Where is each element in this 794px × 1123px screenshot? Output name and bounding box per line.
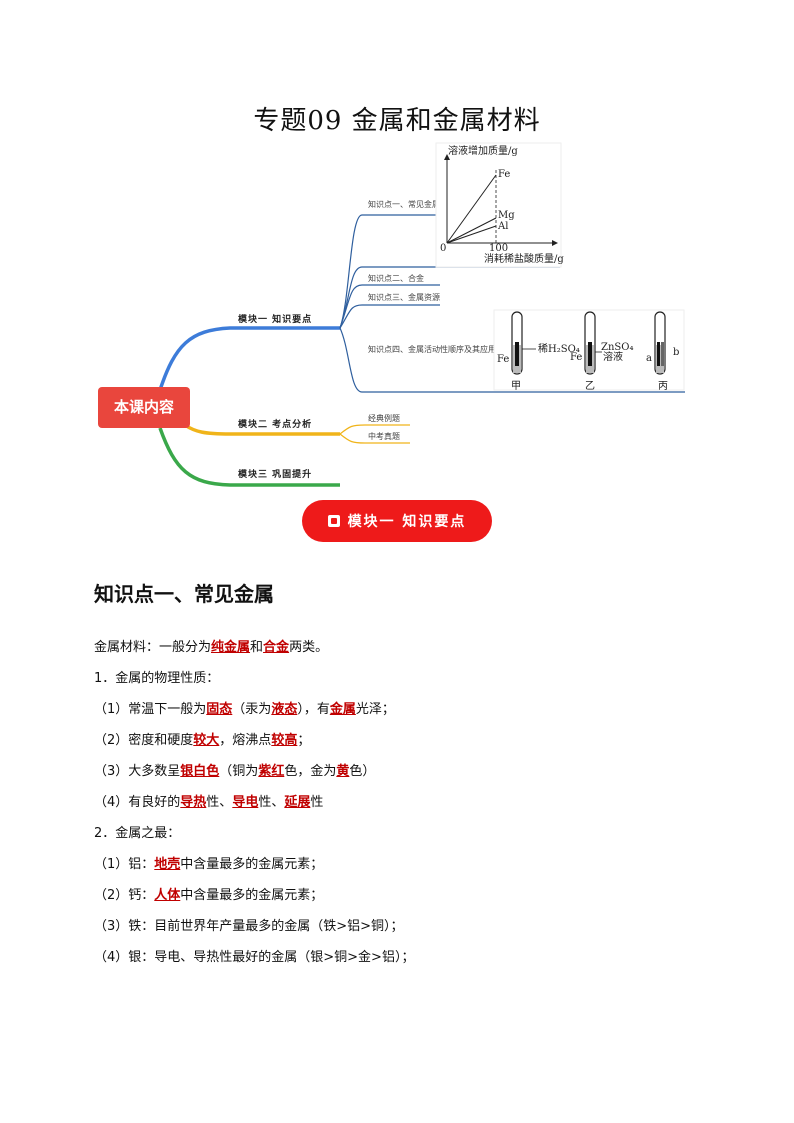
key-term: 较高	[271, 733, 298, 748]
svg-text:溶液: 溶液	[603, 350, 623, 363]
mass-graph: 溶液增加质量/g 消耗稀盐酸质量/g 0 100 Fe Mg Al	[435, 142, 564, 268]
key-term: 导电	[232, 795, 259, 810]
branch-1-label: 模块一 知识要点	[238, 313, 312, 325]
list-item: （2）钙：人体中含量最多的金属元素；	[94, 888, 324, 903]
list-item: （4）有良好的导热性、导电性、延展性	[94, 795, 324, 810]
intro-line: 金属材料：一般分为纯金属和合金两类。	[94, 640, 329, 655]
key-term: 纯金属	[211, 640, 251, 655]
branch-line-3	[158, 427, 340, 487]
mindmap-root: 本课内容	[98, 387, 190, 428]
key-term: 固态	[206, 702, 233, 717]
key-term: 紫红	[258, 764, 285, 779]
key-term: 合金	[263, 640, 290, 655]
leaf-example: 经典例题	[368, 413, 400, 423]
key-term: 较大	[193, 733, 220, 748]
svg-text:丙: 丙	[658, 381, 668, 392]
svg-text:Fe: Fe	[570, 352, 582, 363]
key-term: 地壳	[154, 857, 181, 872]
key-term: 延展	[284, 795, 311, 810]
key-term: 金属	[329, 702, 356, 717]
leaf-knowledge-3: 知识点三、金属资源	[368, 292, 440, 302]
leaf-knowledge-1: 知识点一、常见金属	[368, 199, 440, 209]
list-item: （1）铝：地壳中含量最多的金属元素；	[94, 857, 324, 872]
subheading-superlatives: 2．金属之最：	[94, 826, 181, 841]
svg-text:a: a	[646, 353, 652, 364]
module-button-label: 模块一 知识要点	[347, 514, 467, 530]
svg-text:100: 100	[489, 243, 508, 254]
svg-text:稀H₂SO₄: 稀H₂SO₄	[538, 342, 580, 355]
leaf-exam: 中考真题	[368, 431, 400, 441]
svg-text:甲: 甲	[511, 381, 521, 392]
subheading-physical: 1．金属的物理性质：	[94, 671, 220, 686]
branch-line-1	[158, 326, 340, 391]
svg-text:消耗稀盐酸质量/g: 消耗稀盐酸质量/g	[484, 252, 564, 265]
list-item: （3）铁：目前世界年产量最多的金属（铁>铝>铜）；	[94, 919, 404, 934]
svg-text:Mg: Mg	[498, 210, 515, 221]
test-tubes-diagram: Fe 稀H₂SO₄ 甲 Fe ZnSO₄ 溶液 乙 a b 丙	[493, 309, 685, 392]
list-item: （2）密度和硬度较大，熔沸点较高；	[94, 733, 311, 748]
key-term: 黄	[336, 764, 350, 779]
svg-text:乙: 乙	[585, 380, 595, 392]
branch-2-label: 模块二 考点分析	[238, 418, 312, 430]
mind-map: 模块一 知识要点 模块二 考点分析 模块三 巩固提升 知识点一、常见金属 知识点…	[158, 142, 685, 487]
key-term: 导热	[180, 795, 207, 810]
svg-text:Fe: Fe	[498, 169, 510, 180]
module-button[interactable]: 模块一 知识要点	[302, 500, 492, 542]
svg-text:溶液增加质量/g: 溶液增加质量/g	[448, 144, 518, 157]
branch-3-label: 模块三 巩固提升	[238, 468, 312, 480]
list-item: （3）大多数呈银白色（铜为紫红色，金为黄色）	[94, 764, 376, 779]
section-heading: 知识点一、常见金属	[94, 582, 274, 606]
svg-text:0: 0	[440, 243, 446, 254]
key-term: 液态	[271, 702, 298, 717]
leaf-knowledge-2: 知识点二、合金	[368, 273, 424, 283]
book-icon	[327, 515, 340, 527]
svg-text:b: b	[673, 347, 679, 358]
list-item: （1）常温下一般为固态（汞为液态），有金属光泽；	[94, 702, 395, 717]
leaf-knowledge-4: 知识点四、金属活动性顺序及其应用	[368, 344, 496, 354]
page-title: 专题09 金属和金属材料	[253, 106, 541, 136]
list-item: （4）银：导电、导热性最好的金属（银>铜>金>铝）；	[94, 950, 415, 965]
svg-text:Fe: Fe	[497, 354, 509, 365]
content-body: 金属材料：一般分为纯金属和合金两类。 1．金属的物理性质： （1）常温下一般为固…	[94, 632, 714, 973]
key-term: 人体	[154, 888, 181, 903]
key-term: 银白色	[180, 764, 220, 779]
svg-text:Al: Al	[497, 221, 508, 232]
svg-text:ZnSO₄: ZnSO₄	[601, 342, 633, 353]
